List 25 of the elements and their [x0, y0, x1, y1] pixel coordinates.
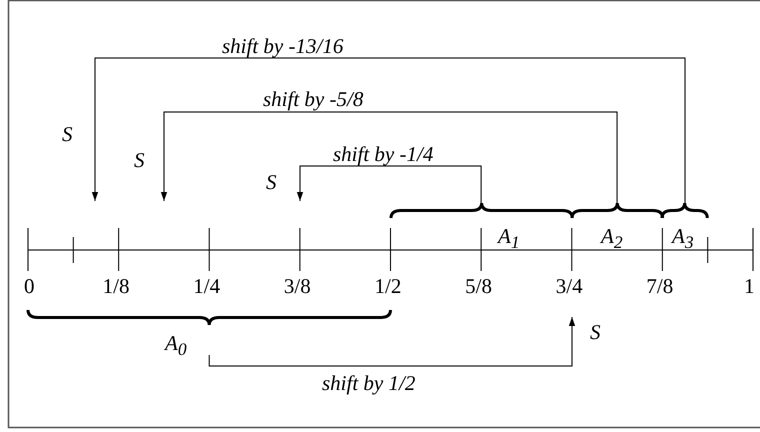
- operator-label: S: [62, 124, 72, 145]
- tick-label: 0: [24, 276, 34, 297]
- set-label: A$_{3}$: [672, 226, 694, 252]
- tick-label: 7/8: [646, 276, 674, 297]
- tick-label: 3/8: [284, 276, 311, 297]
- arrow: [160, 112, 618, 204]
- tick-label: 5/8: [465, 276, 492, 297]
- arrow: [208, 316, 576, 366]
- set-label: A$_{2}$: [601, 226, 623, 252]
- set-label: A$_{1}$: [498, 226, 520, 252]
- tick-label: 1/2: [374, 276, 402, 297]
- edge-label: shift by -1/4: [333, 144, 434, 165]
- tick-label: 1/4: [193, 276, 220, 297]
- edge-label: shift by -5/8: [263, 89, 364, 110]
- tick-label: 3/4: [556, 276, 583, 297]
- arrow: [296, 166, 482, 204]
- edge-label: shift by 1/2: [322, 373, 416, 394]
- set-label: A$_{0}$: [165, 333, 187, 359]
- edge-label: shift by -13/16: [222, 36, 344, 57]
- operator-label: S: [134, 150, 144, 171]
- operator-label: S: [590, 322, 600, 343]
- operator-label: S: [266, 172, 276, 193]
- tick-label: 1: [744, 276, 754, 297]
- arrow: [92, 58, 686, 204]
- tick-label: 1/8: [102, 276, 130, 297]
